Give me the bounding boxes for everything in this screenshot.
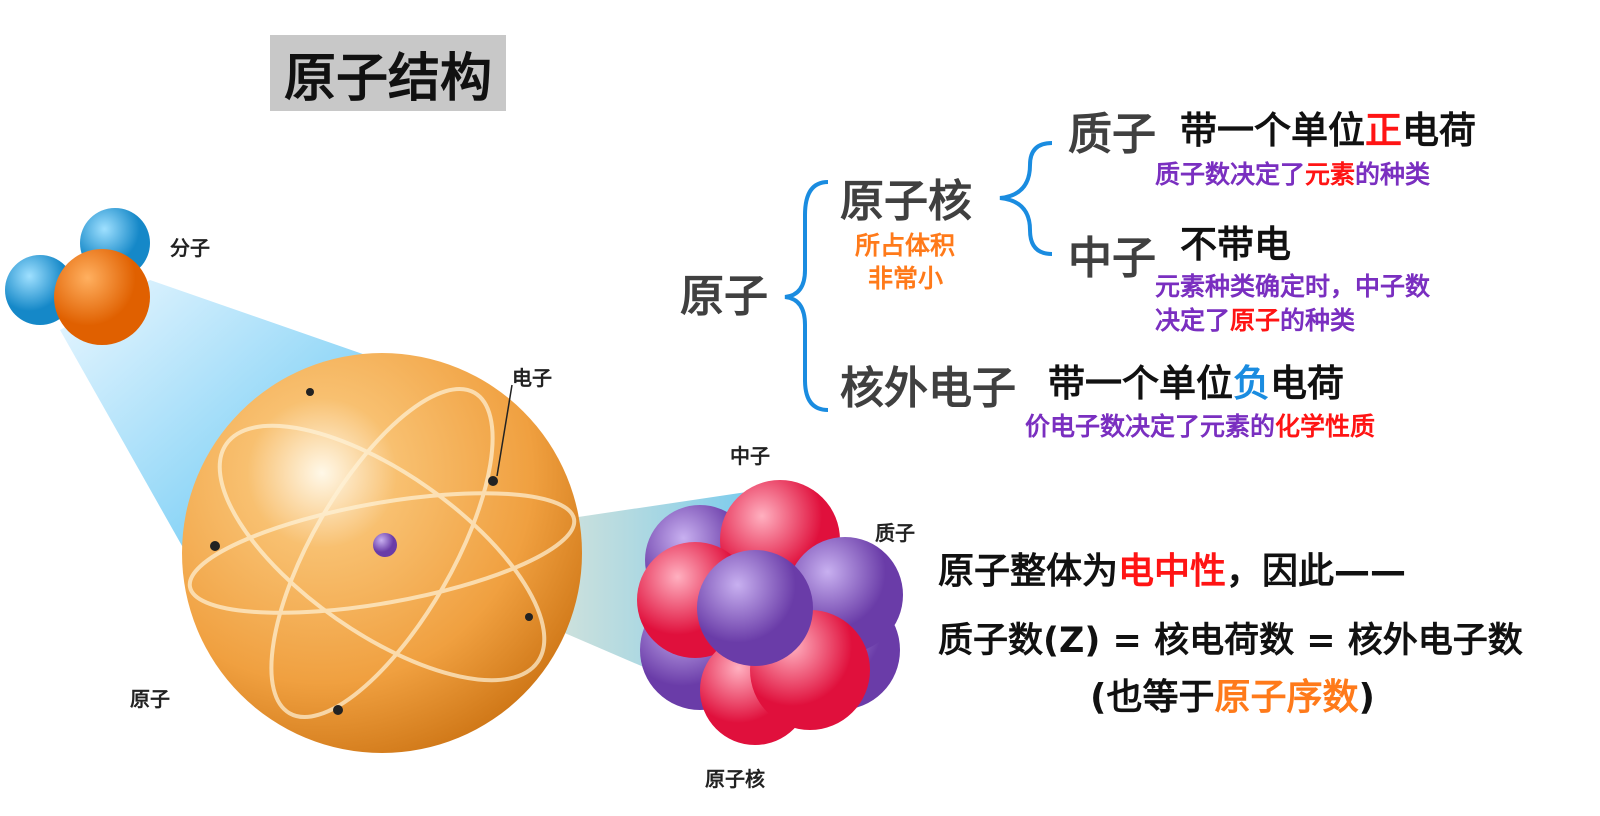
- atom-label: 原子: [130, 687, 170, 711]
- proton-heading: 质子: [1068, 109, 1156, 160]
- proton-desc: 带一个单位正电荷: [1180, 112, 1476, 149]
- atom-root: 原子: [680, 271, 768, 322]
- proton-label: 质子: [875, 521, 915, 545]
- molecule-label: 分子: [170, 236, 210, 260]
- nucleus-heading: 原子核: [840, 176, 972, 227]
- conclusion-line-1: 原子整体为电中性，因此——: [938, 554, 1406, 590]
- neutron-note-1: 元素种类确定时，中子数: [1155, 272, 1431, 301]
- main-brace: [784, 180, 829, 412]
- zoom-cone-molecule: [60, 280, 380, 560]
- text: 电荷: [1402, 109, 1476, 152]
- text: 价电子数决定了元素的: [1025, 412, 1276, 441]
- nucleus-brace: [999, 141, 1053, 256]
- conclusion-line-3: (也等于原子序数): [1090, 680, 1375, 716]
- neutron-heading: 中子: [1068, 233, 1156, 284]
- nucleus-note-2: 非常小: [868, 264, 944, 293]
- text: 原子: [1230, 306, 1281, 335]
- page-title: 原子结构: [270, 35, 506, 111]
- proton-note: 质子数决定了元素的种类: [1155, 162, 1430, 187]
- nucleus-label: 原子核: [705, 767, 765, 791]
- molecule-atom: [54, 249, 150, 345]
- text: 带一个单位: [1048, 362, 1233, 405]
- neutron-note-2: 决定了原子的种类: [1155, 308, 1355, 333]
- electron-dots: [210, 388, 533, 715]
- text: 带一个单位: [1180, 109, 1365, 152]
- text: 负: [1233, 362, 1270, 405]
- text: 正: [1365, 109, 1402, 152]
- neutron-label: 中子: [730, 444, 770, 468]
- text: 电中性: [1118, 551, 1227, 592]
- text: 的种类: [1280, 306, 1356, 335]
- text: ): [1358, 677, 1375, 718]
- text: 的种类: [1355, 160, 1431, 189]
- nucleus-cluster: [637, 480, 903, 745]
- text: 电荷: [1270, 362, 1344, 405]
- text: 化学性质: [1275, 412, 1376, 441]
- conclusion-line-2: 质子数(Z) = 核电荷数 = 核外电子数: [938, 621, 1523, 661]
- neutron-desc: 不带电: [1180, 223, 1291, 266]
- text: ，因此——: [1226, 551, 1407, 592]
- text: 元素: [1305, 160, 1356, 189]
- electron-label: 电子: [512, 366, 552, 390]
- text: (也等于: [1090, 677, 1215, 718]
- text: 原子序数: [1214, 677, 1359, 718]
- text: 原子整体为: [938, 551, 1119, 592]
- nucleus-note-1: 所占体积: [855, 231, 956, 260]
- text: 质子数决定了: [1155, 160, 1306, 189]
- electrons-heading: 核外电子: [840, 363, 1016, 414]
- electrons-note: 价电子数决定了元素的化学性质: [1025, 414, 1375, 439]
- electrons-desc: 带一个单位负电荷: [1048, 365, 1344, 402]
- text: 决定了: [1155, 306, 1231, 335]
- nucleus-small: [373, 533, 397, 557]
